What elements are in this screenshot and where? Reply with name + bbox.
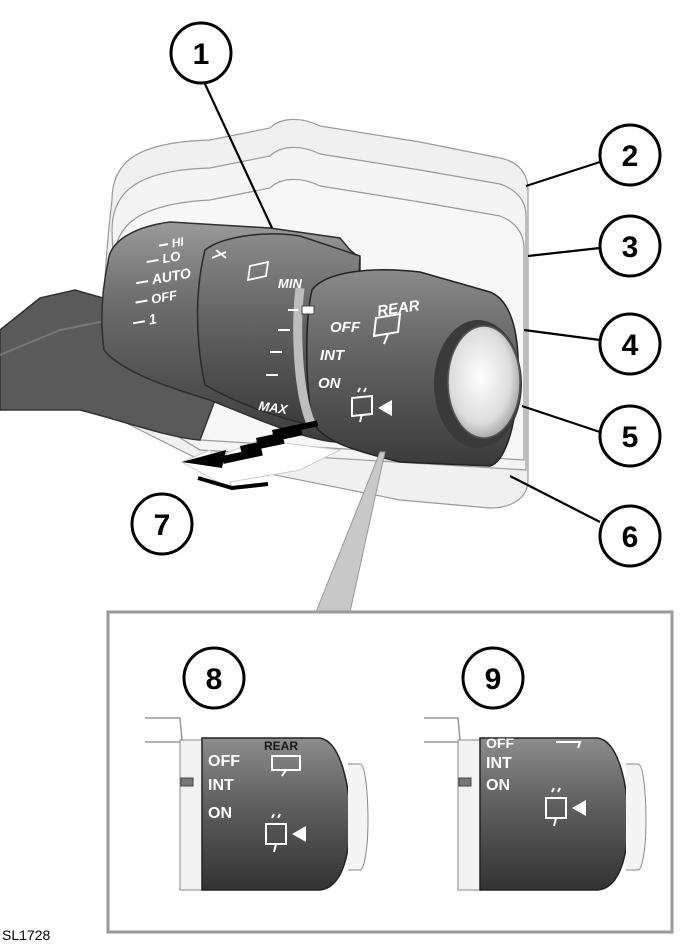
rear-title: REAR [376,297,421,320]
callout-7: 7 [130,492,194,556]
rear-wash-icon [351,387,373,423]
washer-end-button[interactable] [434,320,522,448]
rear-pos-on: ON [318,375,342,392]
callout-leaders [204,83,601,523]
rear-pos-off: OFF [330,319,361,336]
detail-8-rear-title: REAR [264,739,298,753]
detail-9-pos-off: OFF [486,735,514,751]
front-position-labels: HI LO AUTO OFF 1 [132,234,192,327]
detail-9-rear-wiper-icon [556,741,582,749]
pull-arrow [180,420,342,492]
svg-text:3: 3 [622,231,639,264]
position-indicator-mark [301,305,315,315]
detail-8-pos-int: INT [208,777,234,794]
detail-8-arrow [292,826,306,842]
callout-4: 4 [598,312,662,376]
svg-text:9: 9 [485,663,502,696]
callout-5: 5 [598,404,662,468]
pos-lo: LO [161,248,181,266]
callout-1: 1 [169,21,233,85]
rear-wash-arrow [378,400,392,416]
detail-9-wash-icon [545,787,567,827]
front-wiper-icon [211,249,270,282]
svg-text:6: 6 [622,521,639,554]
pos-single-wipe: 1 [147,310,158,327]
svg-text:4: 4 [622,329,639,362]
svg-text:2: 2 [622,140,639,173]
pos-off: OFF [150,287,179,306]
figure-reference-code: SL1728 [2,927,50,943]
callout-2: 2 [598,123,662,187]
svg-text:7: 7 [154,509,171,542]
svg-text:5: 5 [622,421,639,454]
pos-auto: AUTO [149,265,192,288]
wiper-stalk[interactable] [101,221,522,467]
detail-8-wash-icon [265,813,287,853]
detail-9-arrow [572,800,586,816]
detail-8-rear-wiper-icon [271,755,301,777]
pos-hi: HI [171,234,186,250]
detail-view-8: 8 REAR OFF INT ON [145,646,369,891]
detail-8-pos-on: ON [208,805,232,822]
detail-9-pos-on: ON [486,777,510,794]
callout-3: 3 [598,214,662,278]
sensitivity-min-label: MIN [278,276,302,291]
detail-9-pos-int: INT [486,755,512,772]
rear-wiper-icon [372,312,402,345]
detail-8-pos-off: OFF [208,753,240,770]
callout-6: 6 [598,504,662,568]
svg-text:8: 8 [206,663,223,696]
detail-view-9: 9 OFF INT ON [424,646,647,891]
svg-text:1: 1 [193,38,210,71]
rear-pos-int: INT [320,347,346,364]
sensitivity-max-label: MAX [258,398,290,417]
sensitivity-scale-ticks [266,309,298,376]
